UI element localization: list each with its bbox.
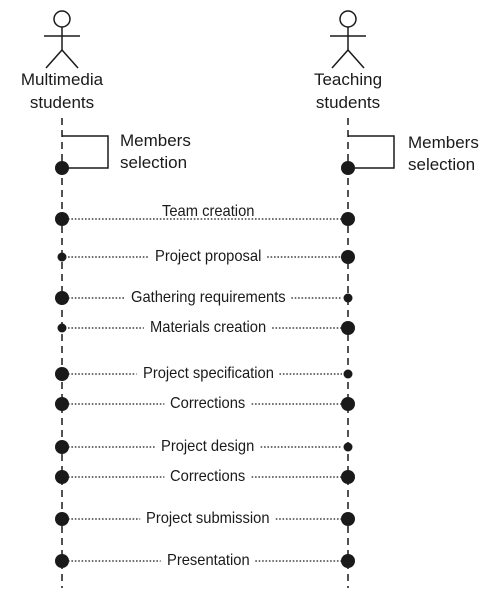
message-dot-right [341, 212, 355, 226]
message-label: Project proposal [154, 248, 262, 265]
message-dot-right [341, 554, 355, 568]
message-label: Gathering requirements [130, 289, 286, 306]
message-label: Project specification [142, 365, 274, 382]
message-dot-right [341, 250, 355, 264]
self-message-right [348, 135, 395, 169]
message-dot-left [55, 512, 69, 526]
message-label: Corrections [170, 395, 246, 412]
actor-name-right-line1: Teaching [313, 70, 383, 89]
message-label: Presentation [166, 552, 250, 569]
actor-name-left-line2: students [29, 93, 95, 112]
self-message-right-dot [341, 161, 355, 175]
message-dot-right [343, 369, 353, 379]
message-dot-left [55, 554, 69, 568]
messages-layer [55, 212, 355, 568]
actor-name-left-line1: Multimedia [20, 70, 104, 89]
message-dot-left [55, 367, 69, 381]
message-label: Project design [161, 438, 255, 455]
actor-name-left: Multimedia students [2, 68, 122, 114]
actor-icon-right [330, 10, 366, 69]
self-message-left-label: Members selection [120, 130, 191, 174]
message-dot-right [341, 470, 355, 484]
message-dot-right [343, 442, 353, 452]
self-message-left-label-line1: Members [120, 131, 191, 150]
message-dot-right [341, 512, 355, 526]
actor-name-right-line2: students [315, 93, 381, 112]
message-dot-left [55, 397, 69, 411]
message-dot-left [55, 440, 69, 454]
self-message-left [62, 135, 109, 169]
message-label: Project submission [146, 510, 270, 527]
actor-icon-left [44, 10, 80, 69]
actor-name-right: Teaching students [288, 68, 408, 114]
message-label: Team creation [161, 203, 255, 220]
message-dot-left [55, 470, 69, 484]
message-dot-left [57, 252, 67, 262]
self-message-left-dot [55, 161, 69, 175]
message-dot-right [343, 293, 353, 303]
message-dot-left [55, 212, 69, 226]
self-message-right-label-line2: selection [408, 155, 476, 174]
message-dot-left [57, 323, 67, 333]
message-label: Materials creation [149, 319, 267, 336]
message-dot-left [55, 291, 69, 305]
message-label: Corrections [170, 468, 246, 485]
self-message-right-label-line1: Members [408, 133, 479, 152]
self-message-right-label: Members selection [408, 132, 479, 176]
message-dot-right [341, 321, 355, 335]
self-message-left-label-line2: selection [120, 153, 188, 172]
message-dot-right [341, 397, 355, 411]
